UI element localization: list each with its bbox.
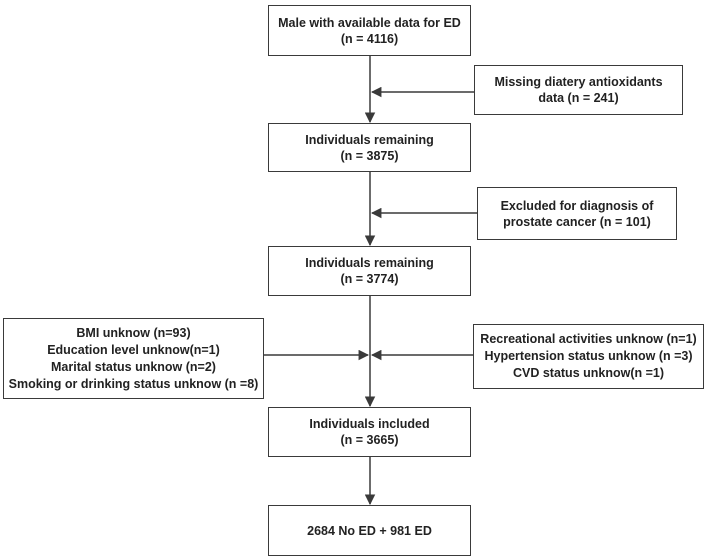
exclude-right-line-2: Hypertension status unknow (n =3) (484, 349, 693, 363)
exclude-antioxidants-box: Missing diatery antioxidants data (n = 2… (474, 65, 683, 115)
exclude-left-box: BMI unknow (n=93) Education level unknow… (3, 318, 264, 399)
exclude-right-line-3: CVD status unknow(n =1) (512, 366, 665, 380)
exclude-antioxidants-line-2: data (n = 241) (538, 91, 619, 105)
exclude-left-line-2: Education level unknow(n=1) (47, 342, 220, 357)
exclude-right-box: Recreational activities unknow (n=1) Hyp… (473, 324, 704, 389)
included-box: Individuals included (n = 3665) (268, 407, 471, 457)
exclude-left-line-4: Smoking or drinking status unknow (n =8) (8, 376, 259, 391)
exclude-prostate-line-1: Excluded for diagnosis of (500, 198, 654, 213)
exclude-prostate-line-2: prostate cancer (n = 101) (503, 214, 651, 229)
exclude-antioxidants-line-1: Missing diatery antioxidants (494, 75, 663, 89)
included-line-1: Individuals included (309, 417, 430, 431)
remaining-1-line-2: (n = 3875) (340, 148, 399, 163)
included-line-2: (n = 3665) (340, 433, 399, 447)
exclude-prostate-box: Excluded for diagnosis of prostate cance… (477, 187, 677, 240)
start-box-line-1: Male with available data for ED (278, 15, 461, 30)
start-box-line-2: (n = 4116) (340, 31, 399, 46)
remaining-1-box: Individuals remaining (n = 3875) (268, 123, 471, 172)
final-line-1: 2684 No ED + 981 ED (307, 523, 432, 538)
remaining-2-line-1: Individuals remaining (305, 256, 434, 270)
remaining-1-line-1: Individuals remaining (305, 132, 434, 147)
exclude-right-line-1: Recreational activities unknow (n=1) (480, 332, 697, 346)
final-box: 2684 No ED + 981 ED (268, 505, 471, 556)
exclude-left-line-3: Marital status unknow (n=2) (51, 359, 216, 374)
remaining-2-box: Individuals remaining (n = 3774) (268, 246, 471, 296)
start-box: Male with available data for ED (n = 411… (268, 5, 471, 56)
exclude-left-line-1: BMI unknow (n=93) (76, 325, 191, 340)
remaining-2-line-2: (n = 3774) (340, 272, 399, 286)
